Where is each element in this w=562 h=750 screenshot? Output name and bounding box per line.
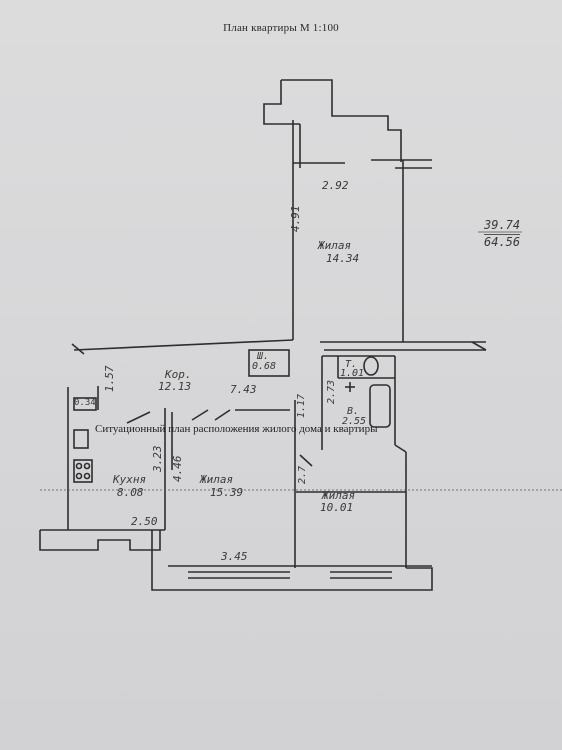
dimension-label: 3.23 (151, 445, 164, 473)
room-name-living-right: Жилая (322, 489, 356, 502)
site-plan-stamp: Ситуационный план расположения жилого до… (95, 423, 378, 435)
bottom-outer-wall (151, 530, 433, 591)
room-name-kitchen: Кухня (113, 473, 147, 486)
burner (83, 462, 91, 470)
dimension-label: 2.50 (131, 515, 158, 528)
door-swing (191, 409, 209, 421)
room-area-kitchen: 8.08 (117, 486, 144, 499)
room-name-living-top: Жилая (318, 239, 352, 252)
area-totals: 39.74 64.56 (484, 218, 521, 250)
door-swing (299, 454, 313, 467)
door-swing (214, 409, 231, 421)
bathtub (369, 384, 391, 428)
room-area-living-top: 14.34 (326, 252, 360, 265)
room-name-living-mid: Жилая (200, 473, 234, 486)
balcony-left-wall (263, 80, 300, 125)
burner (75, 472, 83, 480)
dimension-label: 4.46 (171, 455, 184, 483)
room-area-living-mid: 15.39 (210, 486, 244, 499)
door-swing (126, 411, 151, 424)
dimension-label: 2.7 (297, 465, 308, 484)
dimension-label: 0.34 (74, 398, 96, 408)
room-area-bath: 2.55 (342, 416, 367, 427)
sink (73, 429, 89, 449)
stove (73, 459, 93, 483)
wall (471, 341, 487, 351)
dimension-label: 7.43 (230, 383, 257, 396)
wall (73, 339, 294, 351)
room-area-corridor: 12.13 (158, 380, 192, 393)
living-area-total: 39.74 (484, 218, 521, 235)
room-name-bath: В. (347, 406, 360, 417)
niche (73, 397, 97, 411)
room-area-living-right: 10.01 (320, 501, 354, 514)
total-area: 64.56 (484, 235, 521, 249)
dimension-label: 1.17 (296, 393, 307, 418)
room-name-corridor: Кор. (165, 368, 192, 381)
wardrobe-box (248, 349, 290, 377)
wall (394, 444, 407, 453)
room-name-toilet: Т. (345, 359, 358, 370)
dimension-label: 3.45 (221, 550, 248, 563)
dimension-label: 2.92 (322, 179, 349, 192)
room-area-toilet: 1.01 (340, 368, 365, 379)
balcony-outline (281, 79, 402, 162)
wall (71, 343, 85, 355)
plan-title: План квартиры М 1:100 (223, 22, 339, 34)
kitchen-bottom-wall (39, 530, 161, 551)
burner (83, 472, 91, 480)
dimension-label: 4.91 (289, 205, 302, 233)
dimension-label: 1.57 (103, 365, 116, 393)
room-area-wardrobe: 0.68 (252, 361, 277, 372)
toilet-bowl (363, 356, 379, 376)
room-name-wardrobe: Ш. (257, 351, 270, 362)
burner (75, 462, 83, 470)
dimension-label: 2.73 (326, 379, 337, 404)
